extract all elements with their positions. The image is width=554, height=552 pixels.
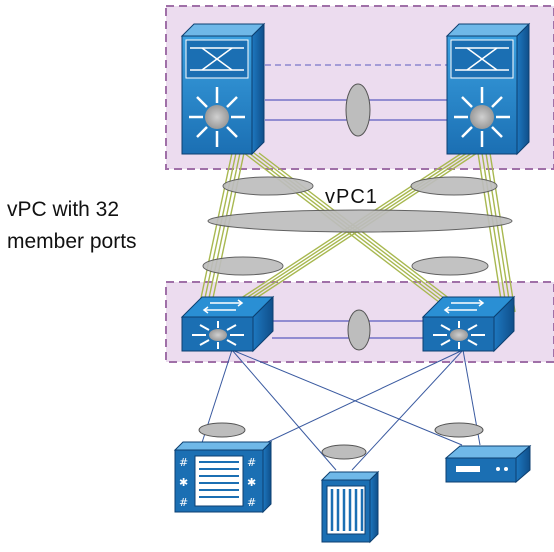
svg-text:#: # — [247, 456, 256, 469]
core-peer-portchannel — [345, 83, 371, 137]
portchannel-server-rack — [321, 444, 367, 460]
svg-text:✱: ✱ — [247, 476, 256, 489]
member-ports-label-line2: member ports — [7, 230, 137, 253]
member-ports-label-line1: vPC with 32 — [7, 198, 120, 221]
nexus-7000-switch-icon — [180, 22, 266, 156]
portchannel-bottom-right — [411, 256, 489, 276]
access-peer-portchannel — [347, 309, 371, 351]
blade-chassis-icon: # ✱ # # ✱ # — [173, 440, 273, 514]
portchannel-server-blade — [198, 422, 246, 438]
nexus-5000-switch-icon — [180, 295, 275, 353]
portchannel-vpc1 — [207, 209, 513, 233]
vpc1-label: vPC1 — [325, 186, 378, 208]
server-links — [197, 349, 481, 471]
portchannel-bottom-left — [202, 256, 284, 276]
nexus-5000-switch-icon — [421, 295, 516, 353]
rack-server-icon — [320, 470, 380, 544]
portchannel-top-right — [410, 176, 498, 196]
portchannel-ellipses — [202, 176, 513, 276]
portchannel-server-small — [434, 422, 484, 438]
svg-text:#: # — [179, 456, 188, 469]
portchannel-top-left — [222, 176, 314, 196]
server-portchannels — [198, 422, 484, 460]
svg-text:#: # — [247, 496, 256, 509]
svg-text:✱: ✱ — [179, 476, 188, 489]
access-peer-link — [272, 309, 425, 351]
appliance-icon — [444, 444, 532, 484]
core-peer-link — [265, 64, 447, 137]
svg-text:#: # — [179, 496, 188, 509]
nexus-7000-switch-icon — [445, 22, 531, 156]
